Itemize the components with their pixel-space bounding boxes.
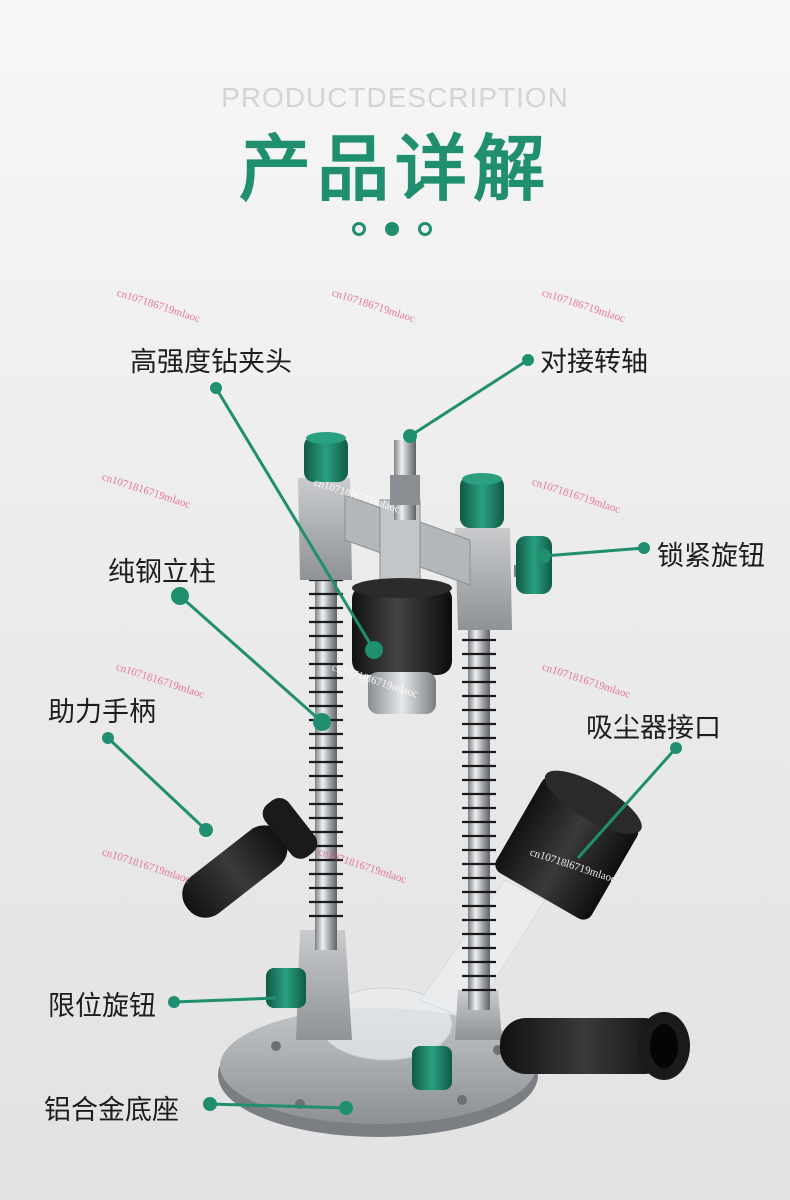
dust-port-tube [495,770,642,920]
dot-filled-center [385,222,399,236]
label-base: 铝合金底座 [44,1095,179,1126]
top-frame [298,478,534,630]
limit-knob-left [266,968,306,1008]
limit-knob-center [412,1046,452,1090]
lock-knob [516,536,552,594]
label-steel-column: 纯钢立柱 [108,557,216,588]
label-handle: 助力手柄 [48,697,156,728]
section-title: 产品详解 [238,127,551,211]
dot-outline-right [418,222,432,236]
top-knob-left [304,432,348,482]
label-dust-port: 吸尘器接口 [586,713,721,744]
left-assist-handle [182,798,318,918]
header: PRODUCTDESCRIPTION 产品详解 [0,0,790,260]
section-subtitle: PRODUCTDESCRIPTION [221,82,569,113]
right-steel-column [468,610,490,1010]
right-post-housing [455,990,502,1040]
label-limit-knob: 限位旋钮 [48,991,156,1022]
pager-dots [352,220,442,244]
left-post-housing [296,930,352,1040]
label-chuck: 高强度钻夹头 [130,347,292,378]
top-knob-right [460,473,504,528]
callout-dots [102,354,682,1115]
drill-chuck [352,578,452,714]
right-assist-handle [500,1012,690,1080]
dot-outline-left [352,222,366,236]
callout-lines [106,358,678,1110]
left-steel-column [315,560,337,950]
label-shaft: 对接转轴 [540,347,648,378]
label-lock-knob: 锁紧旋钮 [657,541,765,572]
